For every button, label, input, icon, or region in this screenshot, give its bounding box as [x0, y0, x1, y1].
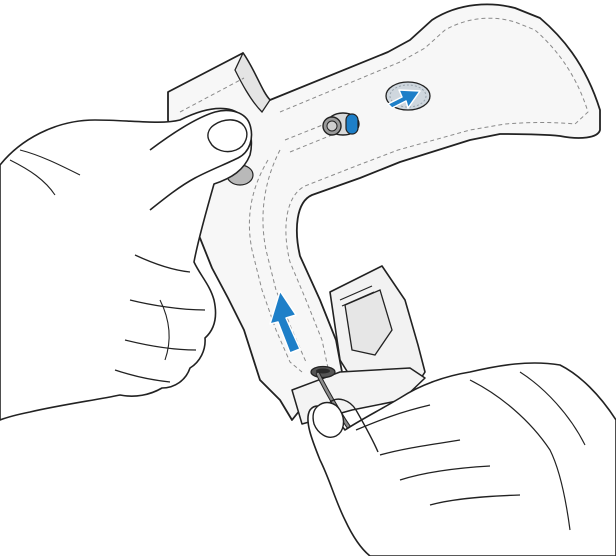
push-right-arrow	[386, 82, 430, 110]
grommet-hole	[311, 367, 335, 378]
